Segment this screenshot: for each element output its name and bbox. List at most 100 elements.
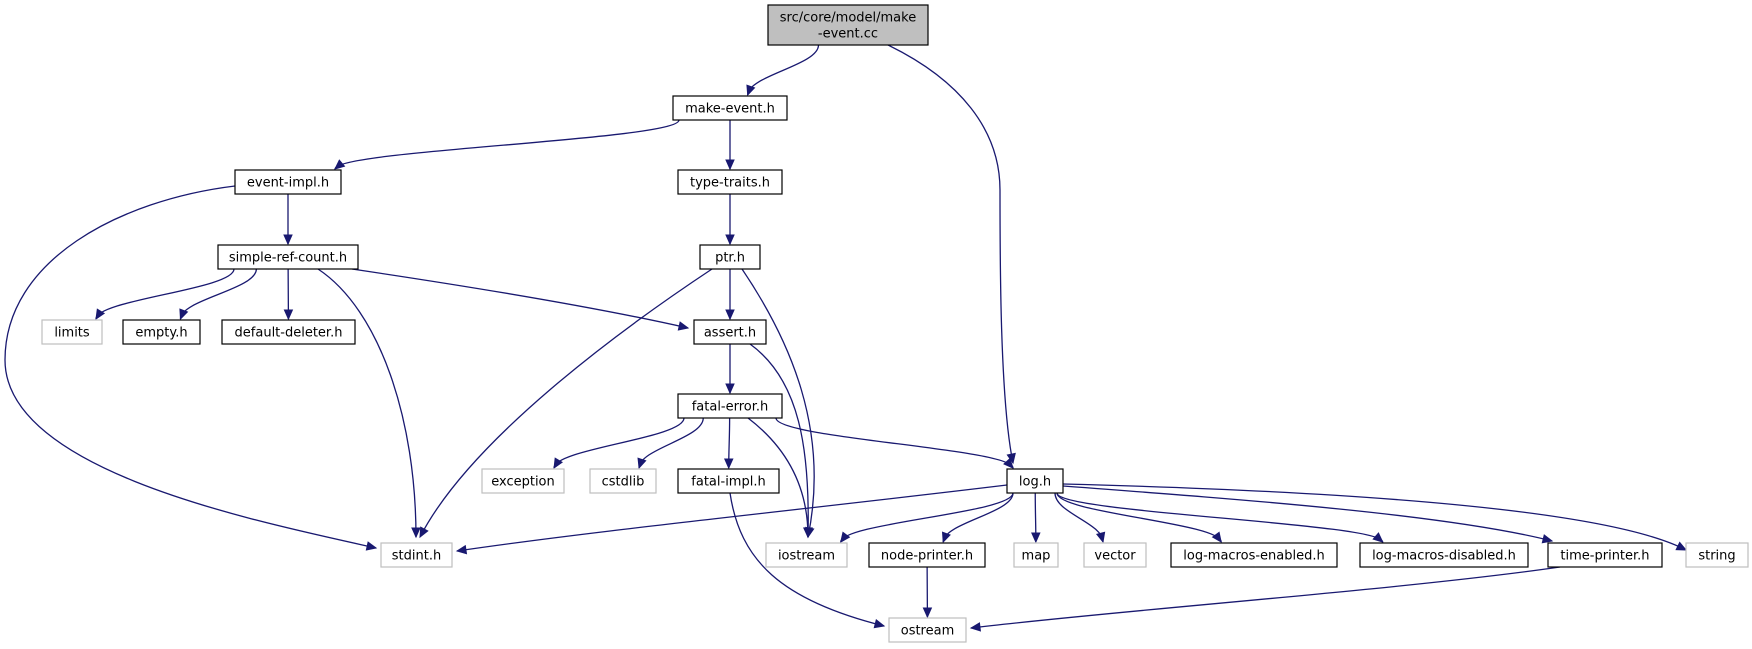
edge-fatal-error-h-to-iostream (747, 417, 813, 539)
arrowhead (803, 527, 813, 539)
node-assert-h[interactable]: assert.h (693, 319, 767, 345)
node-label: -event.cc (818, 27, 878, 42)
node-label: map (1022, 549, 1051, 564)
arrowhead (334, 159, 346, 170)
arrowhead (725, 234, 735, 246)
edge-ptr-h-to-stdint-h (419, 268, 713, 539)
arrowhead (969, 622, 981, 632)
node-string: string (1685, 542, 1749, 568)
node-node-printer-h[interactable]: node-printer.h (868, 542, 986, 568)
node-label: vector (1094, 549, 1136, 564)
arrowhead (1541, 534, 1554, 544)
arrowhead (1031, 532, 1041, 544)
arrowhead (724, 458, 734, 470)
edge-ptr-h-to-assert-h (725, 269, 735, 321)
node-root[interactable]: src/core/model/make-event.cc (767, 4, 929, 46)
node-box (1685, 542, 1749, 568)
node-box (234, 169, 342, 195)
node-empty-h[interactable]: empty.h (122, 319, 201, 345)
node-ostream: ostream (888, 617, 967, 643)
node-label: type-traits.h (690, 176, 770, 191)
arrowhead (455, 544, 468, 555)
edge-make-event-h-to-event-impl-h (334, 119, 680, 170)
edge-log-h-to-time-printer-h (1062, 485, 1554, 544)
node-log-macros-enabled-h[interactable]: log-macros-enabled.h (1170, 542, 1338, 568)
edge-fatal-error-h-to-exception (553, 417, 685, 470)
edge-root-to-log-h (887, 44, 1016, 465)
edge-log-h-to-string (1062, 483, 1688, 551)
arrowhead (1372, 532, 1384, 543)
node-log-macros-disabled-h[interactable]: log-macros-disabled.h (1359, 542, 1529, 568)
edge-assert-h-to-fatal-error-h (725, 344, 735, 395)
node-label: node-printer.h (881, 549, 973, 564)
node-event-impl-h[interactable]: event-impl.h (234, 169, 342, 195)
arrowhead (1095, 531, 1106, 544)
node-ptr-h[interactable]: ptr.h (699, 244, 761, 270)
node-label: fatal-error.h (692, 400, 769, 415)
arrowhead (746, 84, 756, 97)
arrowhead (95, 308, 106, 321)
arrowhead (283, 309, 294, 321)
node-fatal-impl-h[interactable]: fatal-impl.h (677, 468, 780, 494)
node-default-deleter-h[interactable]: default-deleter.h (221, 319, 356, 345)
arrowhead (419, 526, 429, 539)
edge-fatal-error-h-to-cstdlib (637, 417, 704, 470)
node-box (481, 468, 565, 494)
node-log-h[interactable]: log.h (1006, 468, 1064, 494)
node-box (677, 169, 783, 195)
node-label: limits (54, 326, 90, 341)
node-box (589, 468, 657, 494)
node-box (693, 319, 767, 345)
node-box (41, 319, 103, 345)
edge-simple-ref-count-h-to-empty-h (179, 268, 258, 321)
edge-log-h-to-stdint-h (455, 484, 1008, 555)
node-box (765, 542, 848, 568)
node-vector: vector (1083, 542, 1147, 568)
node-label: cstdlib (602, 475, 645, 490)
node-cstdlib: cstdlib (589, 468, 657, 494)
node-label: time-printer.h (1560, 549, 1649, 564)
node-box (122, 319, 201, 345)
node-label: iostream (778, 549, 835, 564)
node-label: make-event.h (685, 102, 775, 117)
arrowhead (179, 308, 189, 321)
node-label: log-macros-disabled.h (1372, 549, 1516, 564)
arrowhead (1003, 457, 1014, 469)
edge-fatal-error-h-to-log-h (775, 417, 1014, 469)
node-box (1547, 542, 1663, 568)
node-map: map (1013, 542, 1059, 568)
arrowhead (941, 531, 951, 544)
node-make-event-h[interactable]: make-event.h (672, 95, 788, 121)
arrowhead (411, 527, 421, 539)
node-box (767, 4, 929, 46)
node-label: simple-ref-count.h (229, 251, 347, 266)
node-fatal-error-h[interactable]: fatal-error.h (677, 393, 783, 419)
node-box (1013, 542, 1059, 568)
node-box (1083, 542, 1147, 568)
node-iostream: iostream (765, 542, 848, 568)
arrowhead (725, 383, 735, 395)
edge-simple-ref-count-h-to-assert-h (351, 268, 690, 331)
edge-make-event-h-to-type-traits-h (725, 120, 735, 171)
node-label: ptr.h (715, 251, 745, 266)
node-label: empty.h (135, 326, 187, 341)
node-exception: exception (481, 468, 565, 494)
edge-log-h-to-map (1031, 492, 1041, 544)
edge-simple-ref-count-h-to-stdint-h (317, 268, 421, 539)
node-label: log.h (1019, 475, 1051, 490)
edge-simple-ref-count-h-to-limits (95, 268, 235, 321)
node-box (888, 617, 967, 643)
node-simple-ref-count-h[interactable]: simple-ref-count.h (217, 244, 359, 270)
node-box (1006, 468, 1064, 494)
node-box (699, 244, 761, 270)
edge-time-printer-h-to-ostream (969, 566, 1561, 632)
node-type-traits-h[interactable]: type-traits.h (677, 169, 783, 195)
arrowhead (553, 457, 563, 470)
edge-log-h-to-vector (1054, 492, 1106, 544)
edge-event-impl-h-to-simple-ref-count-h (283, 194, 293, 246)
node-time-printer-h[interactable]: time-printer.h (1547, 542, 1663, 568)
node-box (221, 319, 356, 345)
node-label: string (1698, 549, 1735, 564)
node-box (1170, 542, 1338, 568)
